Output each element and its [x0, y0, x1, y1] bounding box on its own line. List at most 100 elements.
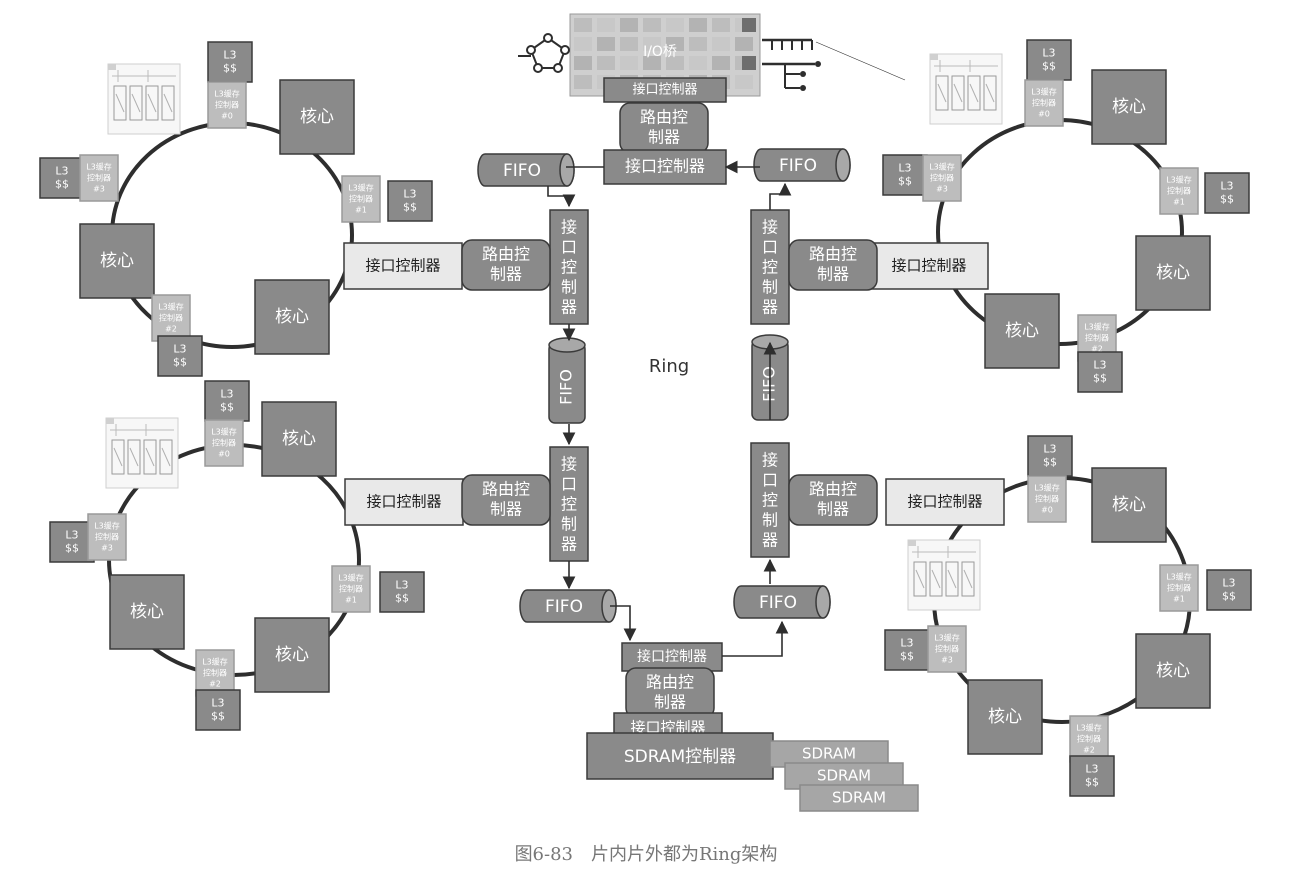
- l3-controller-label: #0: [1041, 506, 1053, 515]
- interface-controller-label: 接: [762, 451, 778, 470]
- fifo-cap: [815, 585, 831, 619]
- l3-cache-controller: [1024, 79, 1064, 127]
- l3-controller-label: 控制器: [1035, 494, 1059, 504]
- l3-controller-label: #3: [941, 656, 953, 665]
- interface-controller-label: 口: [561, 475, 577, 494]
- sdram-chip-label: SDRAM: [832, 789, 886, 807]
- l3-controller-label: 控制器: [203, 668, 227, 678]
- interface-controller-vertical: [750, 209, 790, 325]
- l3-controller-label: 控制器: [1077, 734, 1101, 744]
- l3-label: $$: [1220, 193, 1234, 206]
- l3-controller-label: #2: [1091, 345, 1103, 354]
- l3-controller-label: L3缓存: [1166, 175, 1192, 185]
- interface-controller: [621, 642, 723, 672]
- l3-controller-label: L3缓存: [1076, 723, 1102, 733]
- l3-cache: [1206, 569, 1252, 611]
- l3-label: L3: [65, 529, 78, 542]
- interface-controller-label: 接口控制器: [637, 648, 707, 665]
- interface-controller-label: 控: [561, 258, 577, 277]
- l3-cache-controller: [79, 154, 119, 202]
- l3-cache: [1027, 435, 1073, 477]
- l3-label: L3: [211, 697, 224, 710]
- l3-controller-label: L3缓存: [86, 162, 112, 172]
- core-label: 核心: [1156, 661, 1190, 681]
- l3-cache: [884, 629, 930, 671]
- l3-controller-label: #1: [355, 206, 367, 215]
- fifo-label: FIFO: [779, 156, 817, 176]
- l3-cache: [49, 521, 95, 563]
- cpu-core: [109, 574, 185, 650]
- l3-controller-label: #1: [1173, 198, 1185, 207]
- l3-controller-label: 控制器: [159, 313, 183, 323]
- ring-label: Ring: [649, 356, 689, 377]
- l3-controller-label: #2: [165, 325, 177, 334]
- cpu-core: [261, 401, 337, 477]
- interface-controller-label: 制: [762, 511, 778, 530]
- router-label: 制器: [654, 693, 686, 712]
- l3-label: L3: [395, 579, 408, 592]
- interface-controller-label: 接口控制器: [907, 493, 982, 511]
- l3-controller-label: #2: [209, 680, 221, 689]
- l3-cache-controller: [195, 649, 235, 697]
- core-label: 核心: [1112, 97, 1146, 117]
- cpu-core: [279, 79, 355, 155]
- interface-controller-label: 接口控制器: [891, 257, 966, 275]
- l3-label: $$: [1042, 60, 1056, 73]
- l3-controller-label: #1: [1173, 595, 1185, 604]
- router-controller: [788, 474, 878, 526]
- core-label: 核心: [1112, 495, 1146, 515]
- interface-controller: [603, 149, 727, 185]
- network-node: [560, 45, 570, 55]
- cpu-core: [984, 293, 1060, 369]
- fifo-label: FIFO: [759, 593, 797, 613]
- l3-controller-label: #3: [93, 185, 105, 194]
- l3-label: L3: [223, 49, 236, 62]
- l3-label: $$: [1085, 776, 1099, 789]
- l3-controller-label: L3缓存: [929, 162, 955, 172]
- router-label: 路由控: [482, 245, 530, 264]
- core-label: 核心: [988, 707, 1022, 727]
- cpu-core: [79, 223, 155, 299]
- l3-cache: [1077, 351, 1123, 393]
- interface-controller-label: 接: [561, 218, 577, 237]
- core-label: 核心: [300, 107, 334, 127]
- l3-cache: [195, 689, 241, 731]
- l3-label: L3: [1085, 763, 1098, 776]
- interface-controller-label: 口: [762, 471, 778, 490]
- l3-controller-label: L3缓存: [211, 427, 237, 437]
- core-label: 核心: [1156, 263, 1190, 283]
- l3-cache: [1069, 755, 1115, 797]
- l3-cache: [204, 380, 250, 422]
- l3-controller-label: 控制器: [1167, 186, 1191, 196]
- sdram-chip-label: SDRAM: [802, 745, 856, 763]
- network-node: [526, 45, 536, 55]
- l3-label: L3: [1220, 180, 1233, 193]
- l3-controller-label: 控制器: [1167, 583, 1191, 593]
- cpu-core: [254, 617, 330, 693]
- l3-controller-label: L3缓存: [934, 633, 960, 643]
- interface-controller-label: 接口控制器: [625, 157, 705, 176]
- l3-label: $$: [173, 356, 187, 369]
- l3-cache: [379, 571, 425, 613]
- interface-controller-label: 器: [762, 298, 778, 317]
- interface-controller-label: 接: [762, 218, 778, 237]
- l3-cache: [1204, 172, 1250, 214]
- l3-controller-label: 控制器: [95, 532, 119, 542]
- l3-controller-label: #2: [1083, 746, 1095, 755]
- network-node: [533, 63, 543, 73]
- router-label: 制器: [490, 265, 522, 284]
- sdram-chip-label: SDRAM: [817, 767, 871, 785]
- l3-label: L3: [1043, 443, 1056, 456]
- router-controller: [788, 239, 878, 291]
- l3-cache-controller: [87, 513, 127, 561]
- router-label: 路由控: [646, 673, 694, 692]
- router-label: 路由控: [809, 245, 857, 264]
- l3-cache-controller: [927, 625, 967, 673]
- l3-label: $$: [1043, 456, 1057, 469]
- cpu-core: [1135, 633, 1211, 709]
- l3-label: L3: [900, 637, 913, 650]
- core-label: 核心: [275, 307, 309, 327]
- l3-controller-label: 控制器: [212, 438, 236, 448]
- l3-controller-label: L3缓存: [1166, 572, 1192, 582]
- interface-controller-label: 接口控制器: [365, 257, 440, 275]
